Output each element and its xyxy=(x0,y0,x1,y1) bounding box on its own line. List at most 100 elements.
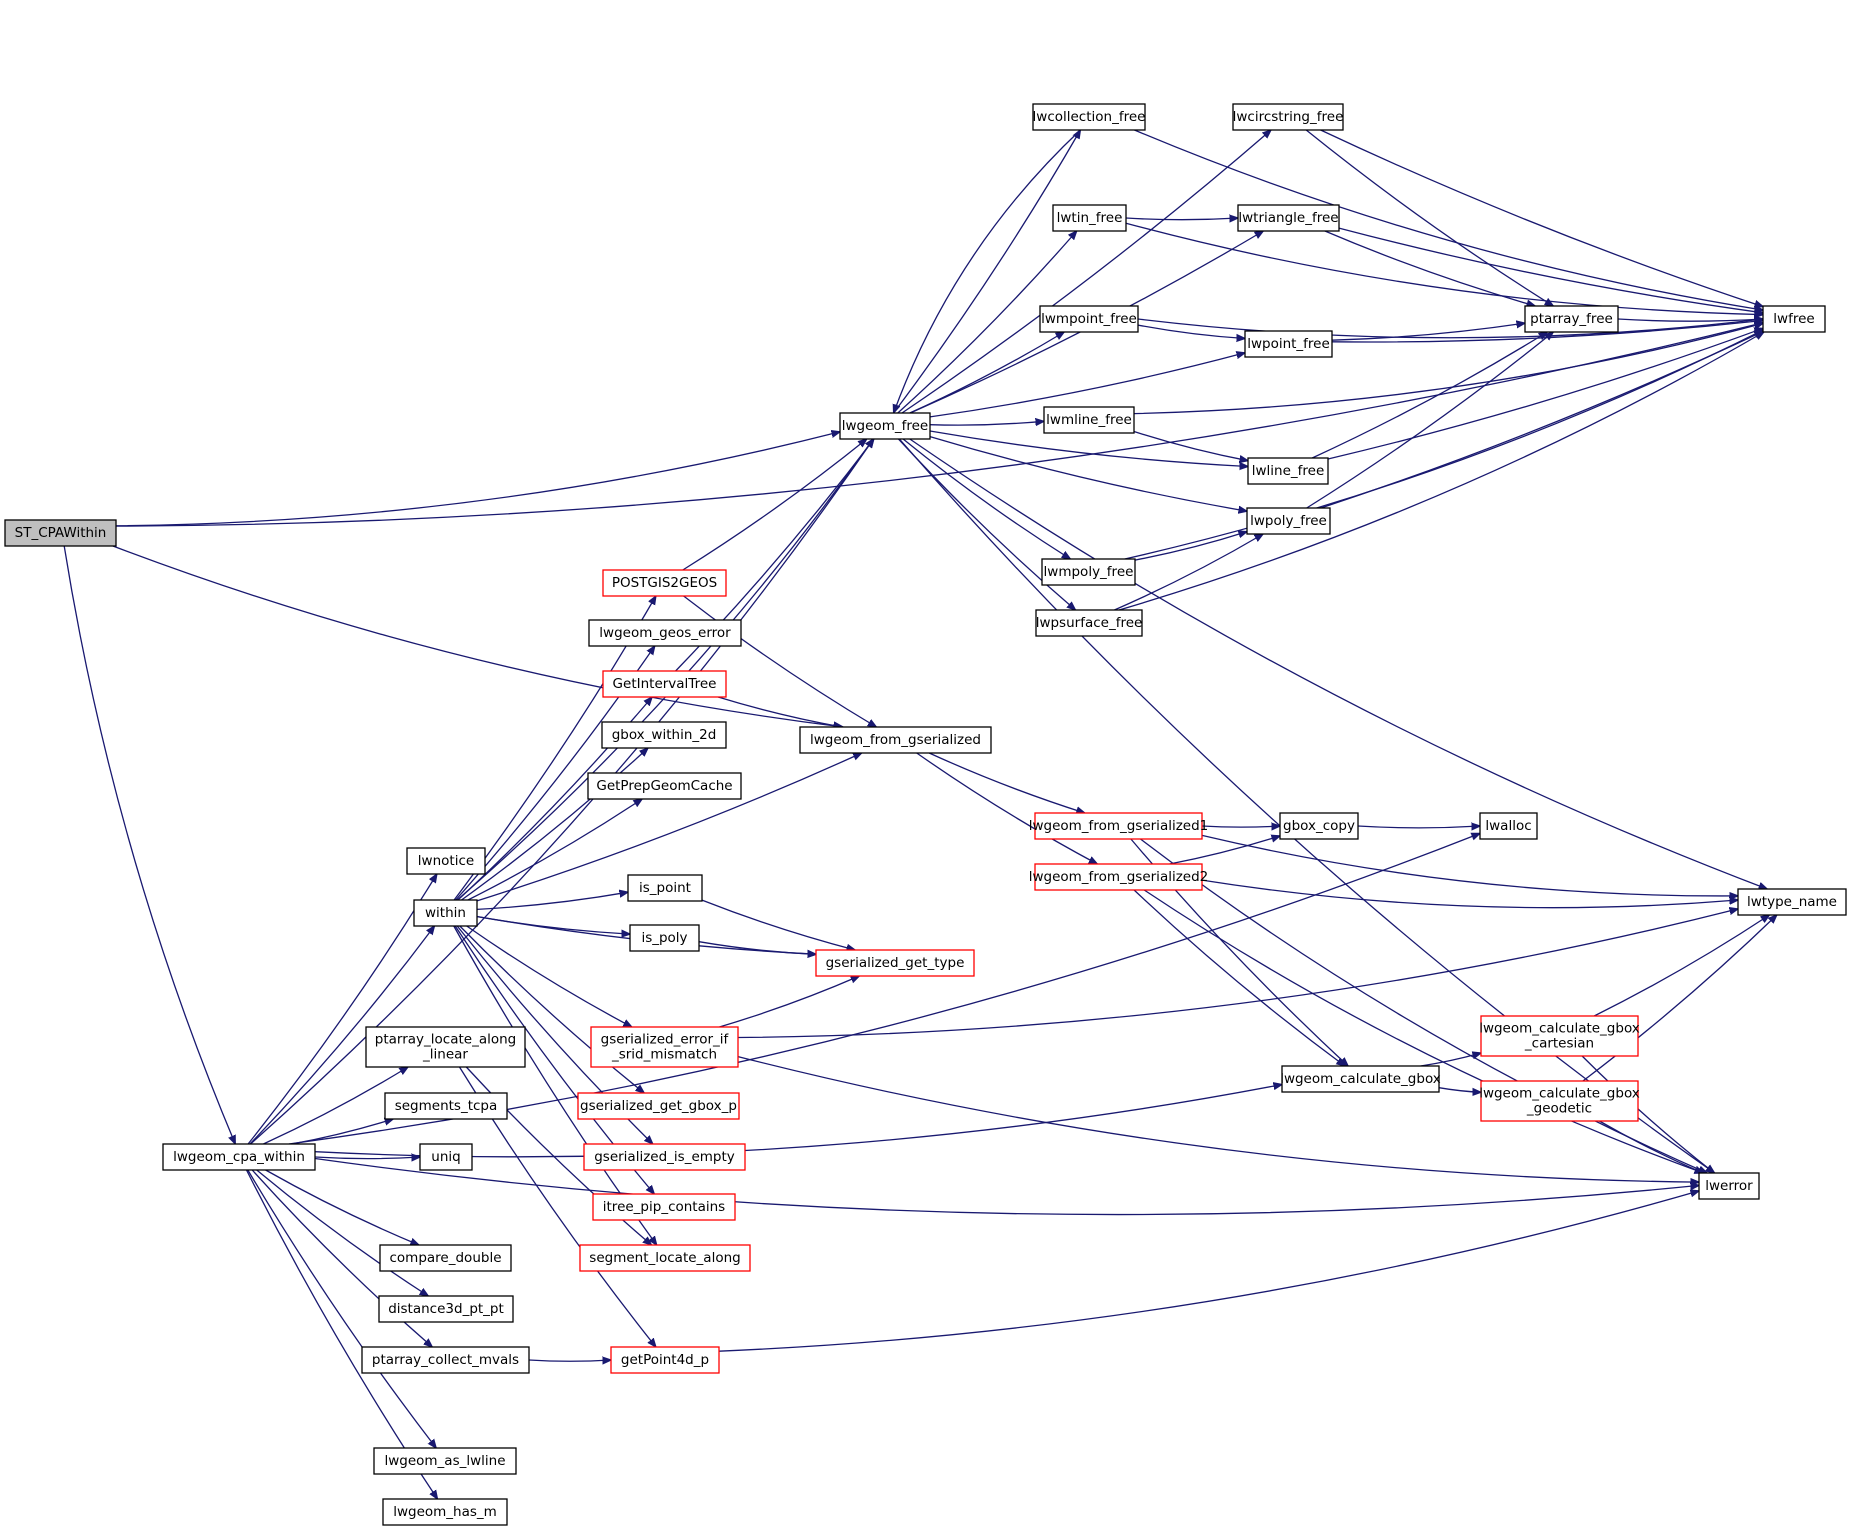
graph-node-lwgeom_calculate_gbox_cartesian[interactable]: lwgeom_calculate_gbox_cartesian xyxy=(1479,1015,1640,1057)
node-box[interactable] xyxy=(1237,204,1340,232)
graph-node-lwcollection_free[interactable]: lwcollection_free xyxy=(1032,103,1146,131)
node-box[interactable] xyxy=(610,1346,720,1374)
graph-node-lwgeom_as_lwline[interactable]: lwgeom_as_lwline xyxy=(373,1447,517,1475)
graph-node-lwgeom_cpa_within[interactable]: lwgeom_cpa_within xyxy=(162,1143,316,1171)
node-box[interactable] xyxy=(1698,1172,1760,1200)
node-box[interactable] xyxy=(419,1143,473,1171)
node-box[interactable] xyxy=(1762,305,1826,333)
graph-node-lwline_free[interactable]: lwline_free xyxy=(1247,457,1329,485)
node-box[interactable] xyxy=(799,726,992,754)
node-box[interactable] xyxy=(627,874,703,902)
graph-node-itree_pip_contains[interactable]: itree_pip_contains xyxy=(592,1193,736,1221)
node-box[interactable] xyxy=(601,721,727,749)
graph-node-gserialized_error_if_srid_mismatch[interactable]: gserialized_error_if_srid_mismatch xyxy=(590,1026,739,1068)
graph-node-lwtin_free[interactable]: lwtin_free xyxy=(1052,204,1127,232)
node-box[interactable] xyxy=(1737,888,1847,916)
node-box[interactable] xyxy=(839,412,931,440)
graph-node-within[interactable]: within xyxy=(413,899,478,927)
graph-node-distance3d_pt_pt[interactable]: distance3d_pt_pt xyxy=(378,1295,514,1323)
graph-node-uniq[interactable]: uniq xyxy=(419,1143,473,1171)
graph-node-lwmpoint_free[interactable]: lwmpoint_free xyxy=(1039,305,1139,333)
node-box[interactable] xyxy=(583,1143,746,1171)
node-box[interactable] xyxy=(365,1026,526,1068)
node-box[interactable] xyxy=(602,569,727,597)
node-box[interactable] xyxy=(590,1026,739,1068)
node-box[interactable] xyxy=(378,1295,514,1323)
graph-node-lwmline_free[interactable]: lwmline_free xyxy=(1043,406,1135,434)
graph-node-gbox_copy[interactable]: gbox_copy xyxy=(1279,812,1359,840)
graph-node-GetIntervalTree[interactable]: GetIntervalTree xyxy=(602,670,727,698)
graph-node-lwnotice[interactable]: lwnotice xyxy=(406,847,486,875)
node-box[interactable] xyxy=(1281,1065,1440,1093)
node-box[interactable] xyxy=(1039,305,1139,333)
graph-node-gserialized_get_type[interactable]: gserialized_get_type xyxy=(815,949,975,977)
node-box[interactable] xyxy=(588,619,742,647)
node-box[interactable] xyxy=(1246,507,1331,535)
node-box[interactable] xyxy=(1032,103,1146,131)
node-box[interactable] xyxy=(1279,812,1359,840)
node-box[interactable] xyxy=(1479,812,1538,840)
node-box[interactable] xyxy=(629,924,700,952)
node-box[interactable] xyxy=(1232,103,1344,131)
node-box[interactable] xyxy=(382,1498,508,1526)
graph-node-lwgeom_geos_error[interactable]: lwgeom_geos_error xyxy=(588,619,742,647)
graph-node-lwgeom_calculate_gbox_geodetic[interactable]: lwgeom_calculate_gbox_geodetic xyxy=(1479,1080,1640,1122)
graph-node-getPoint4d_p[interactable]: getPoint4d_p xyxy=(610,1346,720,1374)
graph-node-lwmpoly_free[interactable]: lwmpoly_free xyxy=(1041,558,1136,586)
graph-node-POSTGIS2GEOS[interactable]: POSTGIS2GEOS xyxy=(602,569,727,597)
graph-node-ST_CPAWithin[interactable]: ST_CPAWithin xyxy=(4,519,117,547)
graph-node-ptarray_collect_mvals[interactable]: ptarray_collect_mvals xyxy=(361,1346,530,1374)
graph-node-lwtype_name[interactable]: lwtype_name xyxy=(1737,888,1847,916)
node-box[interactable] xyxy=(1041,558,1136,586)
graph-node-compare_double[interactable]: compare_double xyxy=(379,1244,512,1272)
graph-node-GetPrepGeomCache[interactable]: GetPrepGeomCache xyxy=(587,772,742,800)
graph-node-gserialized_get_gbox_p[interactable]: gserialized_get_gbox_p xyxy=(577,1092,740,1120)
node-box[interactable] xyxy=(162,1143,316,1171)
graph-node-lwcircstring_free[interactable]: lwcircstring_free xyxy=(1232,103,1344,131)
node-box[interactable] xyxy=(1035,609,1143,637)
node-box[interactable] xyxy=(1480,1015,1639,1057)
node-box[interactable] xyxy=(1034,863,1203,891)
node-box[interactable] xyxy=(379,1244,512,1272)
node-box[interactable] xyxy=(592,1193,736,1221)
graph-node-lwtriangle_free[interactable]: lwtriangle_free xyxy=(1237,204,1340,232)
graph-node-ptarray_free[interactable]: ptarray_free xyxy=(1524,305,1619,333)
node-box[interactable] xyxy=(373,1447,517,1475)
node-box[interactable] xyxy=(1052,204,1127,232)
node-box[interactable] xyxy=(384,1092,508,1120)
node-box[interactable] xyxy=(361,1346,530,1374)
graph-node-segment_locate_along[interactable]: segment_locate_along xyxy=(579,1244,751,1272)
node-box[interactable] xyxy=(815,949,975,977)
graph-node-lwgeom_from_gserialized2[interactable]: lwgeom_from_gserialized2 xyxy=(1029,863,1209,891)
graph-node-ptarray_locate_along_linear[interactable]: ptarray_locate_along_linear xyxy=(365,1026,526,1068)
node-box[interactable] xyxy=(579,1244,751,1272)
graph-node-lwpsurface_free[interactable]: lwpsurface_free xyxy=(1035,609,1143,637)
graph-node-lwalloc[interactable]: lwalloc xyxy=(1479,812,1538,840)
node-box[interactable] xyxy=(413,899,478,927)
graph-node-gserialized_is_empty[interactable]: gserialized_is_empty xyxy=(583,1143,746,1171)
node-box[interactable] xyxy=(1043,406,1135,434)
graph-node-lwpoly_free[interactable]: lwpoly_free xyxy=(1246,507,1331,535)
node-box[interactable] xyxy=(1480,1080,1639,1122)
graph-node-gbox_within_2d[interactable]: gbox_within_2d xyxy=(601,721,727,749)
graph-node-lwpoint_free[interactable]: lwpoint_free xyxy=(1244,330,1333,358)
graph-node-is_point[interactable]: is_point xyxy=(627,874,703,902)
graph-node-lwfree[interactable]: lwfree xyxy=(1762,305,1826,333)
graph-node-lwgeom_from_gserialized[interactable]: lwgeom_from_gserialized xyxy=(799,726,992,754)
graph-node-lwgeom_free[interactable]: lwgeom_free xyxy=(839,412,931,440)
node-box[interactable] xyxy=(1034,812,1203,840)
graph-node-is_poly[interactable]: is_poly xyxy=(629,924,700,952)
graph-node-lwgeom_calculate_gbox[interactable]: lwgeom_calculate_gbox xyxy=(1280,1065,1441,1093)
node-box[interactable] xyxy=(406,847,486,875)
node-box[interactable] xyxy=(1524,305,1619,333)
graph-node-segments_tcpa[interactable]: segments_tcpa xyxy=(384,1092,508,1120)
node-box[interactable] xyxy=(577,1092,740,1120)
node-box[interactable] xyxy=(587,772,742,800)
graph-node-lwerror[interactable]: lwerror xyxy=(1698,1172,1760,1200)
node-box[interactable] xyxy=(4,519,117,547)
node-box[interactable] xyxy=(1244,330,1333,358)
node-box[interactable] xyxy=(1247,457,1329,485)
node-box[interactable] xyxy=(602,670,727,698)
graph-node-lwgeom_has_m[interactable]: lwgeom_has_m xyxy=(382,1498,508,1526)
graph-node-lwgeom_from_gserialized1[interactable]: lwgeom_from_gserialized1 xyxy=(1029,812,1209,840)
